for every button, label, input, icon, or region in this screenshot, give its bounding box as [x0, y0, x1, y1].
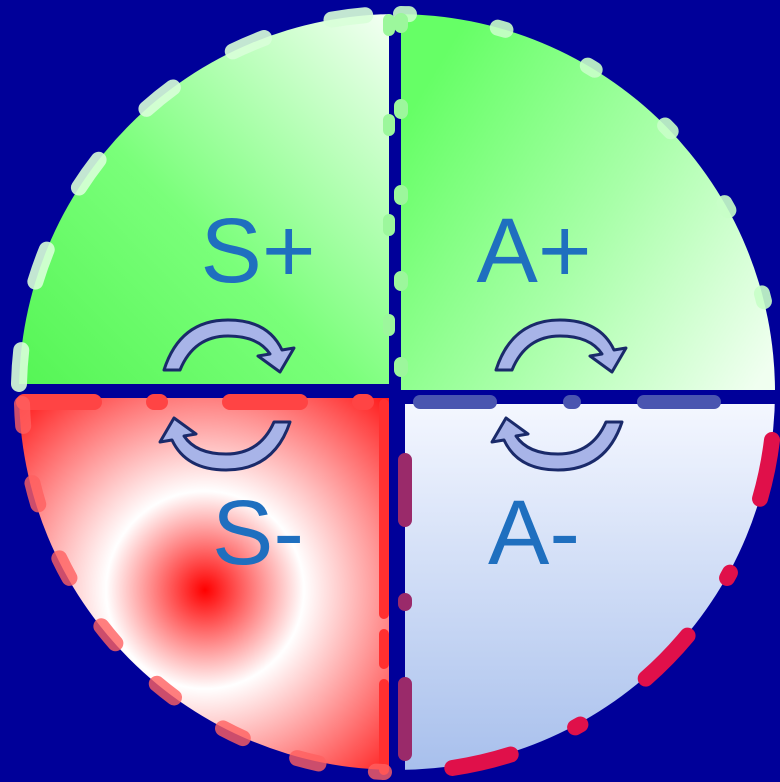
label-s-minus: S- [212, 482, 304, 584]
counterclockwise-curved-arrow-icon [490, 416, 624, 472]
label-s-plus: S+ [200, 200, 315, 302]
label-a-minus: A- [488, 482, 580, 584]
counterclockwise-curved-arrow-icon [158, 416, 292, 472]
label-a-plus: A+ [476, 200, 591, 302]
clockwise-curved-arrow-icon [494, 318, 628, 374]
quadrant-borders [11, 6, 780, 780]
clockwise-curved-arrow-icon [162, 318, 296, 374]
